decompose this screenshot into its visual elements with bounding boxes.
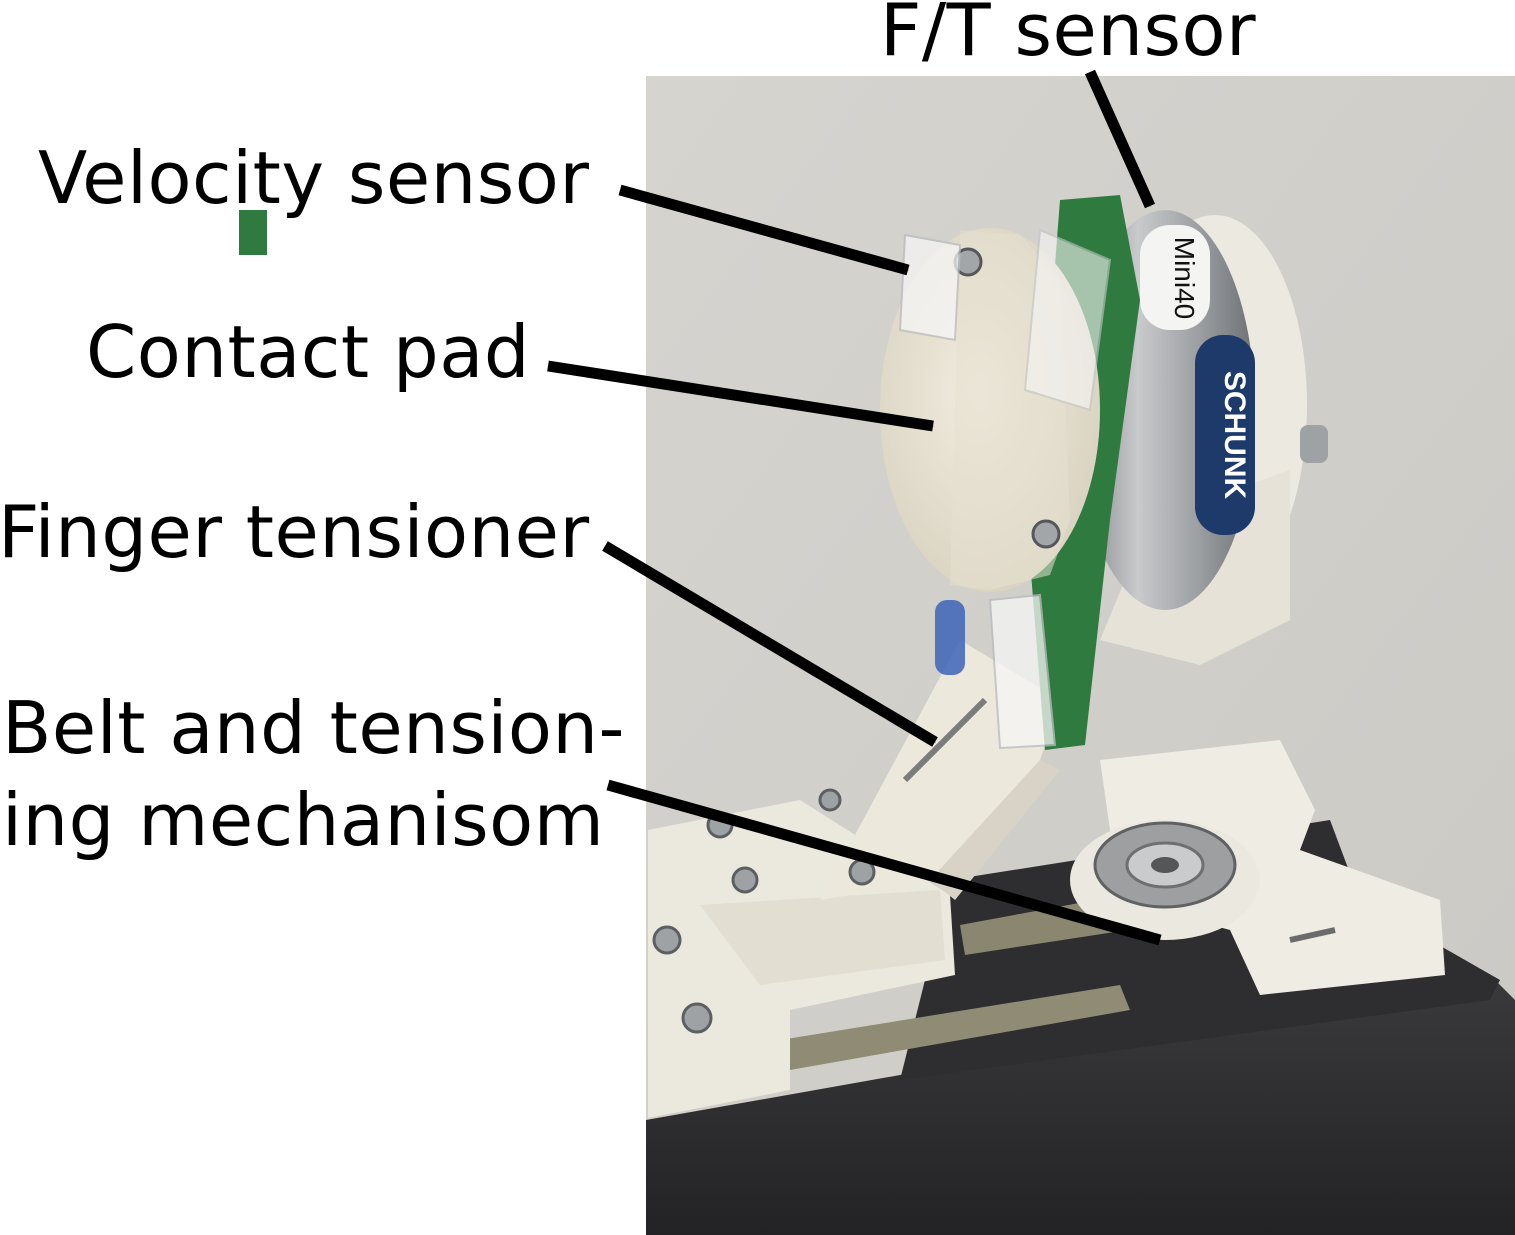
velocity-sensor-optic-right <box>1023 228 1112 412</box>
black-base <box>646 975 1515 1235</box>
blue-tape-roll <box>935 600 965 675</box>
timing-belt <box>780 985 1130 1070</box>
printed-frame-ridge <box>700 890 945 985</box>
pcb-top-left <box>239 210 267 255</box>
tension-block <box>1100 740 1445 995</box>
arrow-velocity-sensor <box>618 184 910 276</box>
velocity-sensor-optic <box>898 233 962 342</box>
schunk-text: SCHUNK <box>1218 371 1251 500</box>
schunk-label <box>1195 335 1255 535</box>
arrow-ft-sensor <box>1084 69 1156 209</box>
label-ft-sensor: F/T sensor <box>880 0 1257 72</box>
label-belt-line1: Belt and tension- <box>2 686 625 770</box>
label-contact-pad: Contact pad <box>86 310 531 394</box>
ft-model-label <box>1140 225 1210 330</box>
tension-screw <box>1289 927 1336 943</box>
printed-arm-shadow <box>930 760 1060 900</box>
arrow-belt-mechanism <box>606 779 1162 946</box>
arrow-finger-tensioner <box>602 541 938 747</box>
label-velocity-sensor: Velocity sensor <box>38 136 590 220</box>
photo: Mini40 SCHUNK <box>239 76 1515 1235</box>
label-finger-tensioner: Finger tensioner <box>0 490 590 574</box>
ft-model-text: Mini40 <box>1169 237 1200 319</box>
tensioner-rod <box>902 697 988 783</box>
arrow-contact-pad <box>547 360 934 432</box>
label-belt-line2: ing mechanisom <box>2 778 605 862</box>
annotation-arrows <box>547 69 1162 946</box>
velocity-sensor-optic-lower <box>988 593 1057 750</box>
ft-shaft <box>1300 425 1328 463</box>
label-belt-mechanism: Belt and tension- ing mechanisom <box>2 682 625 866</box>
frame-screws <box>652 788 876 1034</box>
pad-screws <box>953 247 1061 549</box>
bearing-bore <box>1151 857 1179 873</box>
